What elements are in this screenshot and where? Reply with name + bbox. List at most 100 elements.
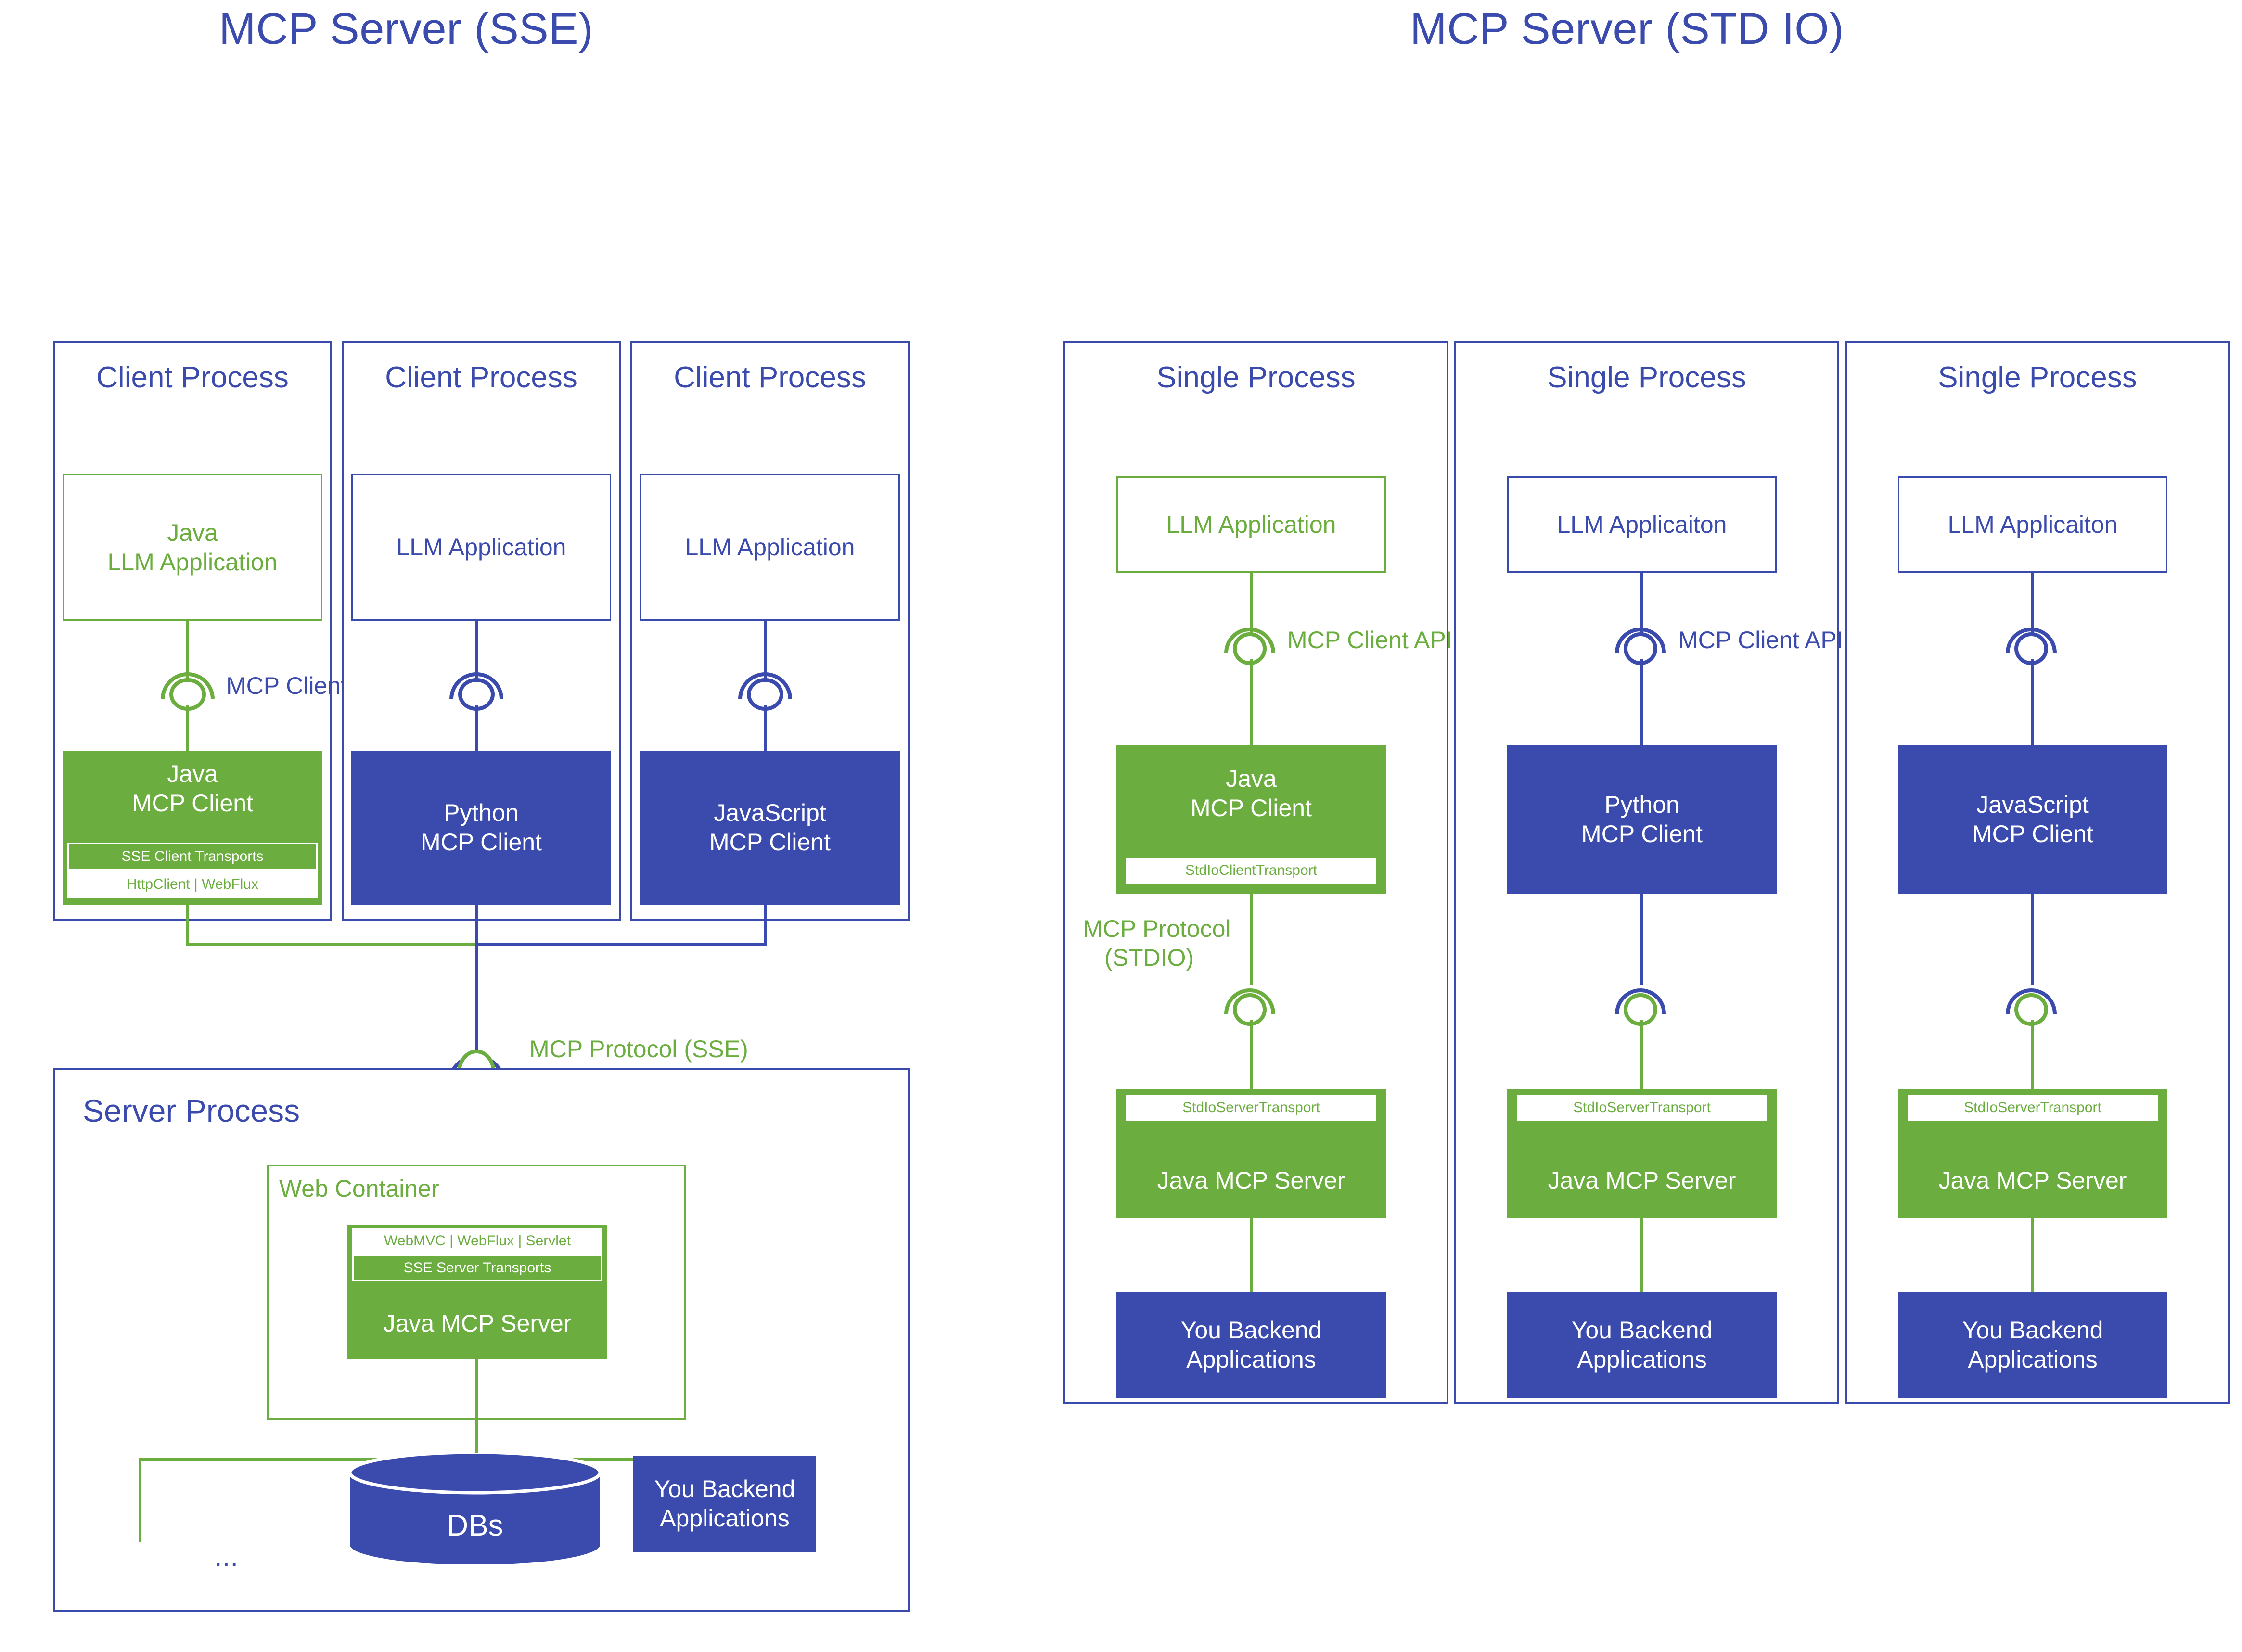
stdio-javascript-mcp-client-line2: MCP Client [1972, 820, 2093, 847]
javascript-mcp-client-line2: MCP Client [709, 829, 831, 856]
stdio-server-transport-strip-1: StdIoServerTransport [1126, 1095, 1376, 1121]
python-mcp-client-line2: MCP Client [421, 829, 542, 856]
java-llm-application-box-1[interactable]: Java LLM Application [63, 474, 322, 621]
stdio-protocol-line-1 [1250, 894, 1253, 985]
connector-app-to-client-2 [475, 621, 478, 683]
connector-app-to-client-3 [764, 621, 767, 683]
stdio-connector-server-backend-2 [1640, 1218, 1643, 1295]
stdio-llm-application-box-2[interactable]: LLM Applicaiton [1507, 476, 1777, 573]
backend-applications-line2-sse: Applications [660, 1505, 790, 1532]
bus-center-blue [475, 905, 478, 1054]
server-fanout-stem [475, 1359, 478, 1460]
llm-application-label-3: LLM Application [685, 534, 855, 561]
stdio-connector-server-backend-1 [1250, 1218, 1253, 1295]
single-process-1-title: Single Process [1156, 361, 1356, 394]
javascript-mcp-client-box-1[interactable]: JavaScript MCP Client [640, 751, 900, 905]
stdio-backend-applications-box-1[interactable]: You Backend Applications [1116, 1292, 1386, 1398]
stdio-python-mcp-client-box[interactable]: Python MCP Client [1507, 745, 1777, 894]
stdio-mcp-client-api-socket-1 [1218, 618, 1281, 671]
stdio-java-mcp-server-label-1: Java MCP Server [1157, 1167, 1345, 1194]
stdio-mcp-client-api-label-1: MCP Client API [1287, 627, 1453, 653]
web-container-title: Web Container [279, 1175, 439, 1202]
single-process-2-title: Single Process [1547, 361, 1746, 394]
stdio-connector-app-socket-3 [2031, 573, 2034, 638]
stdio-mcp-client-api-label-2: MCP Client API [1678, 627, 1844, 653]
stdio-java-mcp-client-line2: MCP Client [1191, 794, 1312, 821]
sse-server-transports-strip: SSE Server Transports [352, 1255, 602, 1281]
stdio-connector-socket-server-2 [1640, 1020, 1643, 1092]
bus-drop-blue-3 [764, 905, 767, 946]
connector-socket-to-client-1 [186, 705, 189, 751]
mcp-protocol-sse-label: MCP Protocol (SSE) [529, 1036, 748, 1063]
bus-run-green-1 [186, 943, 477, 946]
python-mcp-client-line1: Python [444, 799, 519, 826]
stdio-java-mcp-server-label-2: Java MCP Server [1548, 1167, 1736, 1194]
javascript-mcp-client-line1: JavaScript [714, 799, 826, 826]
java-llm-application-line2: LLM Application [107, 548, 278, 576]
stdio-connector-socket-client-1 [1250, 659, 1253, 746]
stdio-connector-server-backend-3 [2031, 1218, 2034, 1295]
stdio-backend-line2-3: Applications [1968, 1346, 2098, 1373]
stdio-connector-socket-server-3 [2031, 1020, 2034, 1092]
llm-application-box-2[interactable]: LLM Application [351, 474, 611, 621]
stdio-protocol-line-2 [1640, 894, 1643, 985]
stdio-backend-line1-3: You Backend [1962, 1317, 2103, 1344]
client-process-1-title: Client Process [96, 361, 289, 394]
bus-drop-green-1 [186, 905, 189, 946]
stdio-backend-applications-box-2[interactable]: You Backend Applications [1507, 1292, 1777, 1398]
stdio-connector-app-socket-2 [1640, 573, 1643, 638]
stdio-backend-line1-1: You Backend [1180, 1317, 1322, 1344]
stdio-server-transport-strip-2: StdIoServerTransport [1517, 1095, 1767, 1121]
stdio-diagram-title: MCP Server (STD IO) [1410, 4, 1845, 53]
backend-applications-line1-sse: You Backend [654, 1475, 795, 1502]
stdio-backend-applications-box-3[interactable]: You Backend Applications [1898, 1292, 2167, 1398]
backend-applications-box-sse[interactable]: You Backend Applications [633, 1456, 816, 1552]
stdio-python-mcp-client-line2: MCP Client [1581, 820, 1703, 847]
stdio-client-transport-strip: StdIoClientTransport [1126, 858, 1376, 884]
dbs-cylinder[interactable] [345, 1450, 605, 1565]
stdio-mcp-protocol-label-line2: (STDIO) [1104, 944, 1194, 971]
server-more-ellipsis: ... [214, 1540, 239, 1573]
server-fanout-left-leg [139, 1458, 141, 1542]
mcp-client-api-socket-2 [443, 662, 510, 719]
stdio-connector-socket-server-1 [1250, 1020, 1253, 1092]
stdio-backend-line2-1: Applications [1186, 1346, 1316, 1373]
client-process-3-title: Client Process [674, 361, 866, 394]
stdio-mcp-protocol-label-line1: MCP Protocol [1083, 915, 1231, 942]
stdio-llm-application-label-2: LLM Applicaiton [1557, 511, 1727, 538]
sse-client-transports-strip: SSE Client Transports [67, 843, 318, 871]
stdio-python-mcp-client-line1: Python [1604, 791, 1679, 818]
stdio-llm-application-box-1[interactable]: LLM Application [1116, 476, 1386, 573]
stdio-llm-application-label-1: LLM Application [1166, 511, 1336, 538]
stdio-backend-line2-2: Applications [1577, 1346, 1707, 1373]
java-llm-application-line1: Java [167, 519, 218, 546]
stdio-javascript-mcp-client-line1: JavaScript [1976, 791, 2089, 818]
bus-run-blue-3 [475, 943, 767, 946]
stdio-java-mcp-server-label-3: Java MCP Server [1938, 1167, 2127, 1194]
stdio-llm-application-label-3: LLM Applicaiton [1947, 511, 2118, 538]
server-process-title: Server Process [83, 1093, 300, 1128]
java-mcp-client-line1: Java [167, 760, 218, 787]
stdio-javascript-mcp-client-box[interactable]: JavaScript MCP Client [1898, 745, 2167, 894]
client-process-2-title: Client Process [385, 361, 577, 394]
stdio-connector-app-socket-1 [1250, 573, 1253, 638]
stdio-server-transport-strip-3: StdIoServerTransport [1908, 1095, 2158, 1121]
connector-socket-to-client-2 [475, 705, 478, 751]
stdio-backend-line1-2: You Backend [1571, 1317, 1713, 1344]
stdio-connector-socket-client-3 [2031, 659, 2034, 746]
java-mcp-client-line2: MCP Client [132, 790, 253, 817]
sse-diagram-title: MCP Server (SSE) [219, 4, 594, 53]
connector-app-to-client-1 [186, 621, 189, 683]
httpclient-webflux-strip: HttpClient | WebFlux [67, 871, 318, 898]
java-mcp-server-label-sse: Java MCP Server [383, 1310, 572, 1337]
stdio-protocol-line-3 [2031, 894, 2034, 985]
stdio-java-mcp-client-line1: Java [1226, 765, 1277, 792]
stdio-connector-socket-client-2 [1640, 659, 1643, 746]
python-mcp-client-box-1[interactable]: Python MCP Client [351, 751, 611, 905]
stdio-llm-application-box-3[interactable]: LLM Applicaiton [1898, 476, 2167, 573]
connector-socket-to-client-3 [764, 705, 767, 751]
single-process-3-title: Single Process [1938, 361, 2137, 394]
llm-application-label-2: LLM Application [396, 534, 566, 561]
llm-application-box-3[interactable]: LLM Application [640, 474, 900, 621]
